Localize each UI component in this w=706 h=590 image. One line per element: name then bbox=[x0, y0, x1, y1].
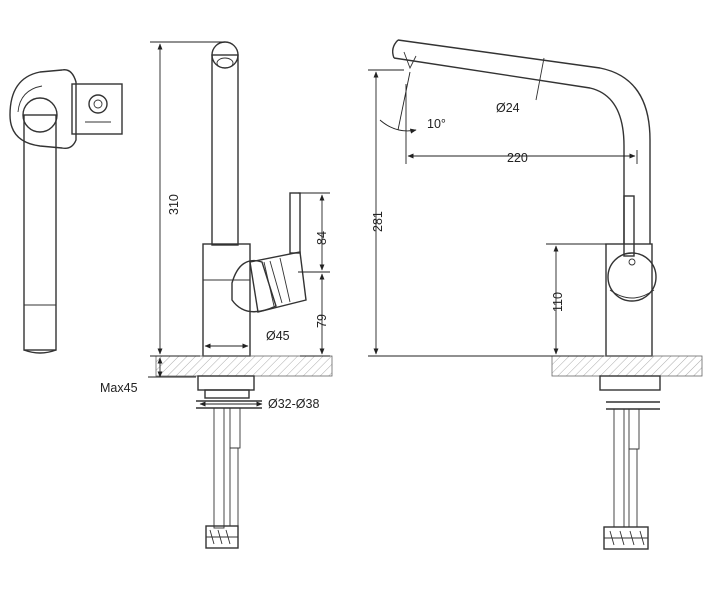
side-view-dimensions: 310 84 79 Ø45 Max45 Ø32-Ø38 bbox=[100, 41, 330, 411]
body-diameter-label: Ø45 bbox=[266, 329, 290, 343]
side-view bbox=[155, 41, 333, 549]
body-to-lever-label: 79 bbox=[315, 314, 329, 328]
front-view bbox=[391, 39, 703, 550]
spout-diameter-label: Ø24 bbox=[496, 101, 520, 115]
top-view bbox=[9, 69, 123, 354]
lever-height-label: 84 bbox=[315, 231, 329, 245]
spout-angle-label: 10° bbox=[427, 117, 446, 131]
total-height-label: 310 bbox=[167, 194, 181, 215]
spout-height-label: 281 bbox=[371, 211, 385, 232]
deck-thickness-label: Max45 bbox=[100, 381, 138, 395]
lever-axis-height-label: 110 bbox=[551, 292, 565, 312]
front-view-dimensions: 281 10° Ø24 220 110 bbox=[368, 69, 638, 357]
spout-reach-label: 220 bbox=[507, 151, 528, 165]
hole-diameter-label: Ø32-Ø38 bbox=[268, 397, 319, 411]
